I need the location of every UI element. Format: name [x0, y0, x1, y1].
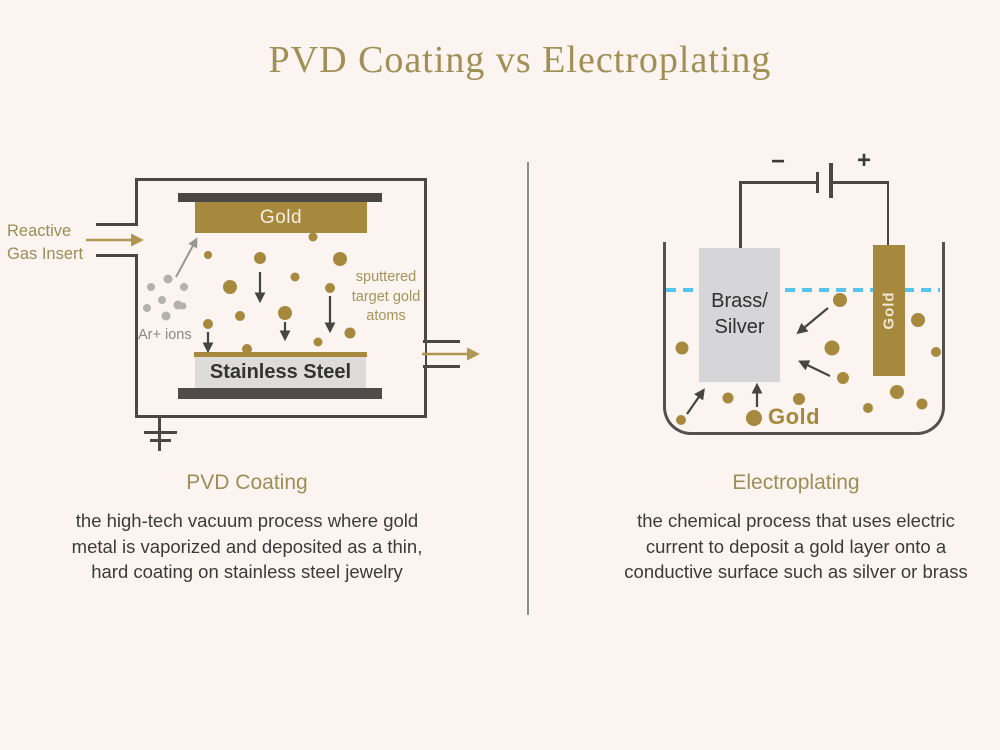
circuit-wire-anode — [886, 181, 889, 245]
vacuum-chamber — [135, 178, 427, 418]
inlet-port-top-line — [96, 223, 138, 226]
substrate-holder-bar — [178, 388, 382, 399]
gold-ion-label: Gold — [768, 404, 821, 429]
ground-symbol-line2 — [150, 439, 171, 442]
outlet-port-top-line — [423, 340, 460, 343]
circuit-wire-cathode — [739, 181, 742, 248]
brass-silver-electrode: Brass/ Silver — [699, 248, 780, 382]
solution-level-dashed-line — [666, 288, 940, 292]
gold-target-label: Gold — [259, 206, 303, 228]
electrolyte-beaker — [663, 242, 945, 435]
target-holder-bar — [178, 193, 382, 202]
section-divider — [527, 162, 529, 615]
circuit-wire-top-right — [831, 181, 889, 184]
electroplating-description: the chemical process that uses electric … — [624, 510, 968, 582]
sputtered-atoms-label: sputtered target gold atoms — [351, 269, 421, 324]
reactive-gas-label: Reactive Gas Insert — [7, 222, 84, 263]
outlet-port-bottom-line — [423, 365, 460, 368]
minus-sign: − — [770, 148, 785, 175]
battery-positive-plate — [829, 163, 833, 198]
gold-coating-layer — [194, 352, 367, 357]
pvd-description: the high-tech vacuum process where gold … — [71, 510, 423, 582]
gold-electrode: Gold — [873, 245, 905, 376]
inlet-port-bottom-line — [96, 254, 138, 257]
gold-target-block: Gold — [195, 202, 367, 233]
battery-negative-plate — [816, 172, 819, 193]
gas-outlet-opening — [418, 343, 425, 365]
stainless-steel-block: Stainless Steel — [195, 357, 366, 388]
argon-ions-label: Ar+ ions — [138, 327, 192, 343]
ground-symbol-line1 — [144, 431, 177, 434]
pvd-heading: PVD Coating — [186, 471, 308, 494]
plus-sign: + — [856, 147, 871, 174]
circuit-wire-top-left — [739, 181, 818, 184]
gas-inlet-opening — [133, 226, 140, 254]
electroplating-heading: Electroplating — [732, 471, 860, 494]
gold-electrode-label: Gold — [880, 291, 898, 330]
stainless-steel-label: Stainless Steel — [209, 361, 352, 383]
page-title: PVD Coating vs Electroplating — [268, 39, 772, 81]
